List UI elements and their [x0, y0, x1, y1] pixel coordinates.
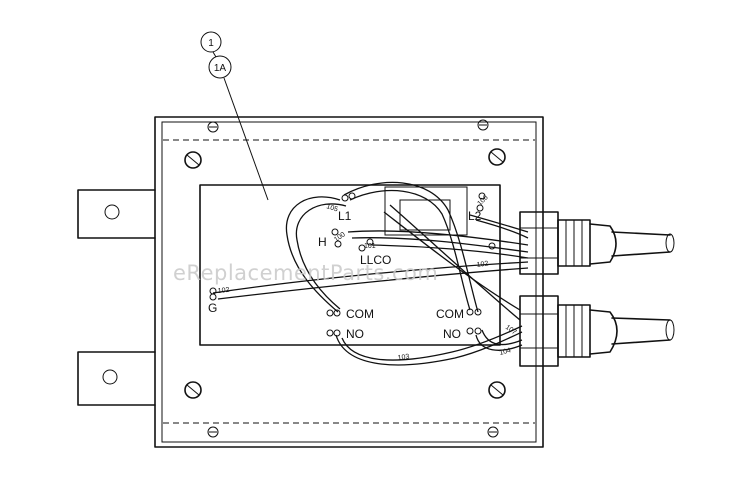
panel-screw-top-right [488, 148, 506, 166]
screw-bottom-right [487, 426, 499, 438]
terminal-label-no-right: NO [443, 327, 461, 341]
callout-1a: 1A [208, 55, 269, 201]
terminal-label-h: H [318, 235, 327, 249]
terminal-label-llco: LLCO [360, 253, 391, 267]
screw-top-right [477, 119, 489, 131]
callout-1: 1 [200, 31, 222, 58]
panel-screw-top-left [184, 151, 202, 169]
wire-label-103: 103 [397, 353, 410, 362]
terminal-label-l1: L1 [338, 209, 352, 223]
wire-label-102b: 102 [476, 260, 489, 269]
svg-text:1: 1 [208, 38, 214, 49]
watermark-text: eReplacementParts.com [173, 261, 438, 285]
panel-screw-bottom-left [184, 381, 202, 399]
terminal-label-g: G [208, 301, 217, 315]
wire-label-105: 105 [325, 203, 338, 213]
svg-text:1A: 1A [214, 63, 227, 74]
terminal-connectors [209, 192, 496, 337]
inner-panel [199, 184, 501, 346]
mounting-tab-bottom [77, 351, 156, 406]
wire-label-102a: 102 [217, 287, 229, 295]
cord-grip-top [519, 211, 675, 275]
terminal-label-no-left: NO [346, 327, 364, 341]
screw-top-left [207, 121, 219, 133]
wire-label-106: 106 [476, 194, 489, 207]
wire-label-104: 104 [499, 347, 512, 357]
relay-outline [384, 186, 468, 236]
terminal-label-com-right: COM [436, 307, 464, 321]
wire-harness [212, 181, 529, 366]
panel-screw-bottom-right [488, 381, 506, 399]
enclosure [154, 116, 544, 448]
terminal-label-l2: L2 [468, 209, 482, 223]
mounting-tab-top [77, 189, 156, 239]
screw-bottom-left [207, 426, 219, 438]
cord-grip-bottom [519, 295, 675, 367]
terminal-label-com-left: COM [346, 307, 374, 321]
wire-label-101: 101 [364, 243, 376, 250]
